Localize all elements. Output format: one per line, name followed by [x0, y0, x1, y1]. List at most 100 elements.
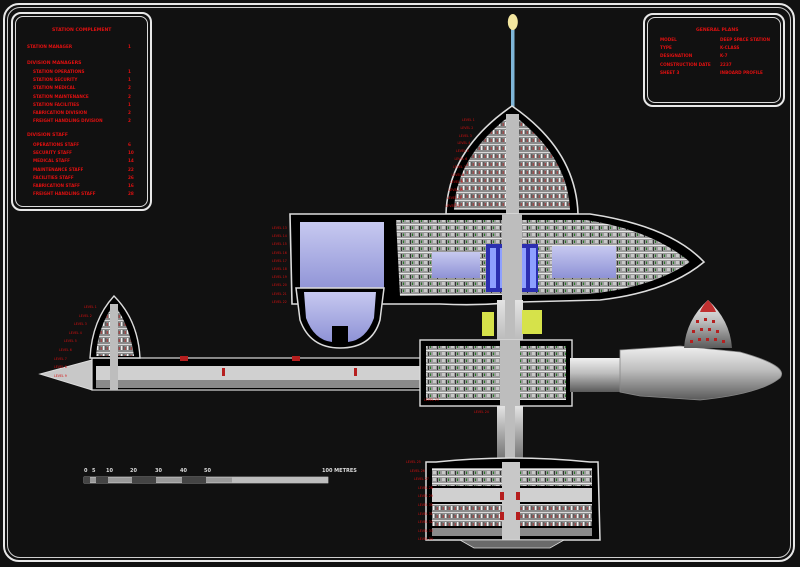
staff-row-label: SECURITY STAFF: [33, 150, 72, 156]
level-callout: LEVEL 17: [272, 258, 287, 263]
staff-row-value: 14: [128, 158, 134, 164]
scale-end-label: 100 METRES: [322, 468, 357, 474]
level-callout: LEVEL 27: [414, 477, 429, 482]
hangar-right: [552, 246, 616, 278]
scale-tick-label: 40: [180, 468, 187, 474]
scale-tick-label: 30: [155, 468, 162, 474]
level-callout: LEVEL 2: [79, 313, 92, 318]
manager-row-value: 1: [128, 69, 131, 74]
managers-heading: DIVISION MANAGERS: [27, 61, 82, 66]
level-callout: LEVEL 5: [456, 149, 469, 154]
plans-row-value: INBOARD PROFILE: [720, 69, 763, 75]
level-callout: LEVEL 15: [272, 242, 287, 247]
scale-tick-label: 10: [106, 468, 113, 474]
manager-row-label: STATION MEDICAL: [33, 85, 76, 91]
level-callout: LEVEL 12: [445, 203, 461, 208]
manager-row-label: FREIGHT HANDLING DIVISION: [33, 118, 103, 124]
staff-row-value: 26: [128, 174, 134, 180]
level-callout: LEVEL 2: [460, 125, 474, 130]
level-callout: LEVEL 9: [54, 373, 67, 378]
scale-tick-label: 0: [84, 468, 88, 474]
level-callout: LEVEL 34: [418, 537, 433, 542]
scale-bar: [83, 476, 329, 484]
plans-row-label: DESIGNATION: [660, 53, 693, 59]
level-callout: LEVEL 4: [69, 330, 82, 335]
staff-row-label: FACILITIES STAFF: [33, 174, 74, 180]
staff-row-value: 10: [128, 150, 134, 156]
plans-row-label: CONSTRUCTION DATE: [660, 61, 711, 67]
upper-dome-shaft: [506, 114, 519, 214]
level-callout: LEVEL 7: [54, 356, 67, 361]
level-callout: LEVEL 10: [448, 188, 464, 193]
manager-row-value: 2: [128, 93, 131, 99]
level-callout: LEVEL 24: [474, 410, 489, 414]
level-callout: LEVEL 4: [457, 141, 471, 146]
scale-tick-label: 50: [204, 468, 211, 474]
manager-row-label: STATION SECURITY: [33, 77, 78, 83]
manager-row-value: 2: [128, 110, 131, 115]
complement-panel-inner: [15, 16, 148, 207]
hangar-center: [432, 252, 480, 278]
saucer-central-shaft: [502, 214, 522, 304]
manager-value: 1: [128, 44, 131, 49]
level-callout: LEVEL 29: [418, 494, 433, 499]
plans-row-label: MODEL: [660, 37, 677, 42]
complement-panel: [11, 12, 152, 211]
staff-heading: DIVISION STAFF: [27, 133, 69, 138]
antenna-mast: [511, 26, 515, 108]
level-callout: LEVEL 11: [447, 196, 462, 200]
level-callout: LEVEL 8: [451, 172, 465, 177]
manager-row-label: STATION FACILITIES: [33, 101, 80, 107]
staff-row-value: 28: [128, 191, 134, 197]
level-callout: LEVEL 32: [418, 520, 433, 525]
level-callout: LEVEL 9: [450, 180, 463, 185]
level-callout: LEVEL 1: [84, 305, 97, 309]
level-callout: LEVEL 1: [462, 118, 475, 122]
level-callout: LEVEL 16: [272, 250, 287, 255]
right-dome: [684, 300, 732, 348]
level-callout: LEVEL 3: [459, 133, 472, 138]
staff-row-label: FREIGHT HANDLING STAFF: [33, 191, 96, 197]
right-arm-cone: [619, 345, 782, 401]
plans-row-value: 2237: [720, 61, 732, 67]
staff-row-value: 22: [128, 166, 134, 172]
plans-row-label: SHEET 3: [660, 69, 680, 75]
sheet-border-inner: [7, 7, 791, 558]
manager-row-value: 1: [128, 101, 131, 107]
level-callout: LEVEL 30: [418, 503, 433, 507]
level-callout: LEVEL 13: [272, 226, 287, 230]
plans-row-label: TYPE: [660, 45, 672, 51]
lower-bottom-cap: [458, 539, 566, 549]
scale-tick-label: 20: [130, 468, 137, 474]
level-callout: LEVEL 8: [54, 365, 67, 370]
staff-row-label: OPERATIONS STAFF: [33, 142, 80, 147]
level-callout: LEVEL 14: [272, 234, 287, 239]
plans-row-value: K-CLASS: [720, 45, 740, 51]
level-callout: LEVEL 22: [272, 299, 287, 304]
plans-row-value: K-7: [720, 53, 728, 59]
level-callout: LEVEL 5: [64, 339, 77, 344]
level-callout: LEVEL 3: [74, 322, 87, 327]
plans-panel-inner: [647, 17, 781, 103]
spine-yellow-module-left: [482, 312, 494, 336]
level-callout: LEVEL 18: [272, 267, 287, 271]
hangar-left: [300, 222, 384, 292]
level-callout: LEVEL 28: [418, 485, 433, 490]
level-callout: LEVEL 33: [418, 528, 433, 533]
level-callout: LEVEL 21: [272, 291, 287, 296]
level-callout: LEVEL 7: [453, 164, 466, 169]
level-callout: LEVEL 6: [454, 157, 468, 161]
manager-row-value: 2: [128, 85, 131, 91]
manager-label: STATION MANAGER: [27, 44, 73, 49]
level-callout: LEVEL 6: [59, 348, 72, 352]
sheet-border-outer: [3, 3, 795, 562]
staff-row-label: MEDICAL STAFF: [33, 158, 71, 164]
staff-row-value: 6: [128, 142, 131, 147]
spine-yellow-module-right: [522, 310, 542, 334]
level-callout: LEVEL 20: [272, 283, 287, 288]
left-arm-nose: [38, 359, 93, 391]
left-arm-corridor: [96, 366, 420, 380]
level-callout: LEVEL 19: [272, 275, 287, 280]
